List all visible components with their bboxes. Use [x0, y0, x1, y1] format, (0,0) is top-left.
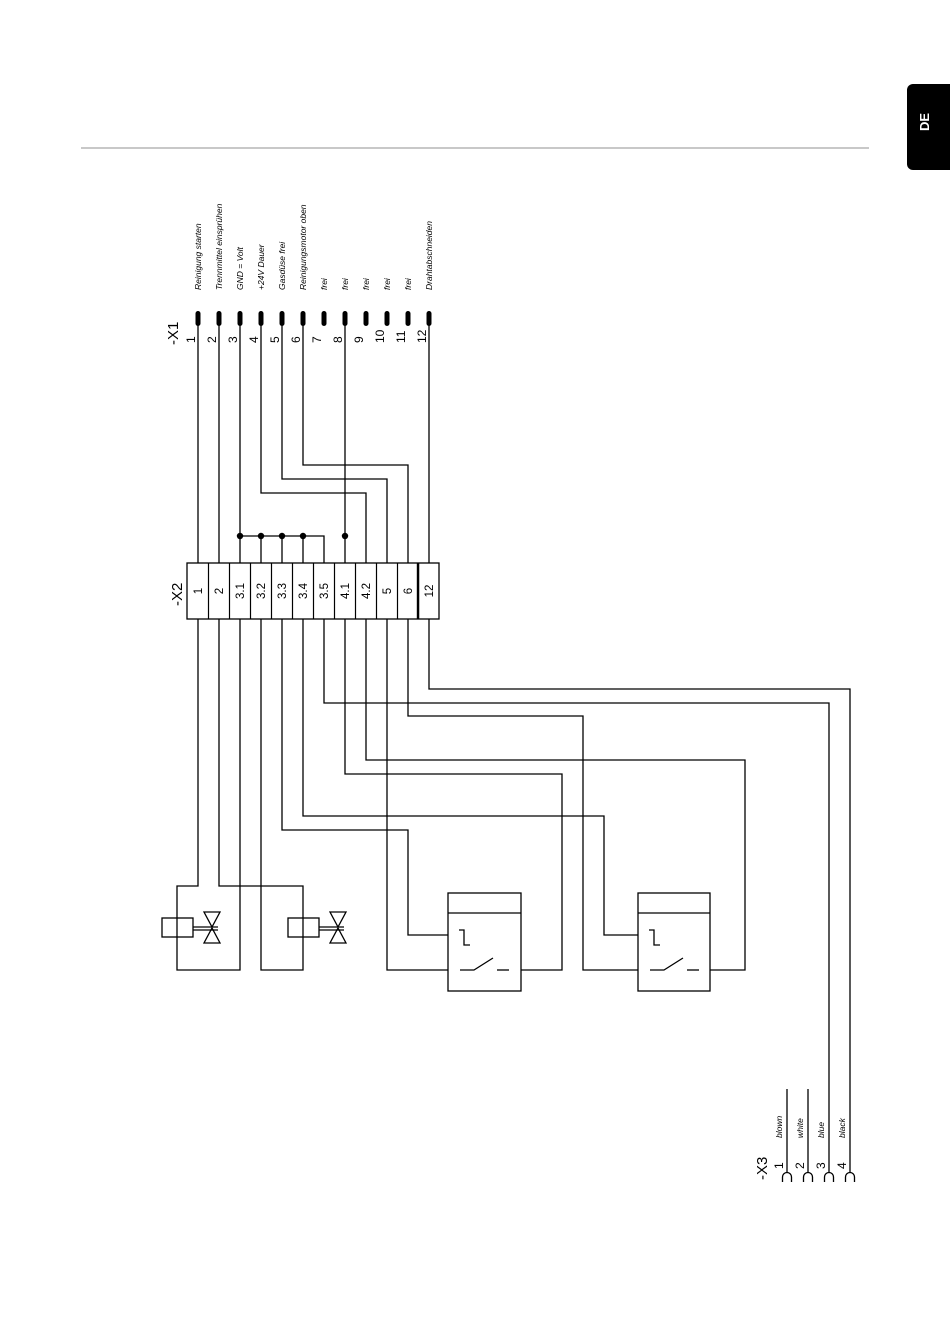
x1-pin-label: Reinigung starten	[193, 223, 203, 290]
x1-pin-number: 12	[415, 329, 429, 343]
x2-terminal-label: 3.4	[298, 582, 310, 599]
x1-pin-plug	[238, 311, 243, 326]
x1-pin-label: Reinigungsmotor oben	[298, 204, 308, 290]
x1-pin-plug	[217, 311, 222, 326]
x2-terminal-label: 12	[424, 585, 436, 598]
x1-pin-label: frei	[361, 277, 371, 290]
solenoid-valve-2	[288, 912, 346, 943]
x3-pin-number: 2	[793, 1162, 807, 1169]
x1-pin-plug	[385, 311, 390, 326]
x2-terminal-label: 5	[382, 588, 394, 594]
x1-pin-label: frei	[403, 277, 413, 290]
x1-pin-label: Trennmittel einsprühen	[214, 203, 224, 290]
x1-pin-number: 8	[331, 336, 345, 343]
x3-socket-icon	[783, 1173, 792, 1182]
x2-terminal-label: 3.5	[319, 583, 331, 599]
sensor-module-2	[638, 893, 710, 991]
junction-dot	[300, 533, 306, 539]
x2-terminal-label: 4.1	[340, 583, 352, 599]
x1-pin-label: frei	[382, 277, 392, 290]
x1-pin-plug	[301, 311, 306, 326]
x2-terminal-label: 3.3	[277, 583, 289, 599]
x3-socket-icon	[825, 1173, 834, 1182]
junction-dot	[279, 533, 285, 539]
x1-pin-number: 3	[226, 336, 240, 343]
x1-pin-plug	[406, 311, 411, 326]
x1-connector: -X1 1 Reinigung starten 2 Trennmittel einsp…	[165, 203, 434, 345]
x2-terminal-label: 6	[403, 588, 415, 594]
x1-pin-label: +24V Dauer	[256, 243, 266, 290]
x3-pin-label: white	[795, 1118, 805, 1138]
wires-x1-x2	[198, 325, 429, 563]
x3-title: -X3	[754, 1157, 771, 1180]
valve-triangle-icon	[330, 912, 346, 927]
x1-pin-group: 1 Reinigung starten 2 Trennmittel einsprühe…	[184, 203, 434, 343]
x1-pin-number: 10	[373, 329, 387, 343]
x2-title: -X2	[169, 583, 186, 606]
x2-terminal-label: 3.1	[235, 583, 247, 599]
junction-dot	[237, 533, 243, 539]
x3-socket-icon	[846, 1173, 855, 1182]
x2-terminal-label: 3.2	[256, 583, 268, 599]
valve-triangle-icon	[204, 912, 220, 927]
x3-pin-number: 3	[814, 1162, 828, 1169]
x1-title: -X1	[165, 322, 182, 345]
x2-terminal-label: 4.2	[361, 583, 373, 599]
x3-pin-label: blue	[816, 1122, 826, 1138]
x1-pin-label: Drahtabschneiden	[424, 221, 434, 290]
x1-pin-plug	[280, 311, 285, 326]
x1-pin-label: Gasdüse frei	[277, 241, 287, 290]
x1-pin-plug	[427, 311, 432, 326]
x1-pin-number: 5	[268, 336, 282, 343]
solenoid-valve-1	[162, 912, 220, 943]
x1-pin-plug	[343, 311, 348, 326]
junction-dot	[258, 533, 264, 539]
x1-pin-number: 2	[205, 336, 219, 343]
sensor-module-1	[448, 893, 521, 991]
x1-pin-number: 7	[310, 336, 324, 343]
wires-x2-out	[177, 619, 850, 1173]
x1-pin-label: frei	[319, 277, 329, 290]
x1-pin-number: 9	[352, 336, 366, 343]
x3-pin-number: 1	[772, 1162, 786, 1169]
x3-connector: -X3 1 blown 2 white 3 blue 4 black	[754, 1116, 855, 1182]
x1-pin-number: 1	[184, 336, 198, 343]
x1-pin-plug	[322, 311, 327, 326]
x1-pin-plug	[259, 311, 264, 326]
x3-pin-label: blown	[774, 1116, 784, 1138]
x1-pin-number: 6	[289, 336, 303, 343]
x3-pin-group: 1 blown 2 white 3 blue 4 black	[772, 1116, 855, 1182]
x1-pin-plug	[364, 311, 369, 326]
x2-terminal-label: 2	[214, 588, 226, 594]
x1-pin-label: frei	[340, 277, 350, 290]
x2-terminal-label: 1	[193, 588, 205, 594]
x3-pin-number: 4	[835, 1162, 849, 1169]
x1-pin-number: 4	[247, 336, 261, 343]
x3-socket-icon	[804, 1173, 813, 1182]
x3-pin-label: black	[837, 1117, 847, 1138]
x1-pin-plug	[196, 311, 201, 326]
x1-pin-label: GND = Volt	[235, 246, 245, 290]
x1-pin-number: 11	[394, 330, 408, 343]
junction-dot	[342, 533, 348, 539]
